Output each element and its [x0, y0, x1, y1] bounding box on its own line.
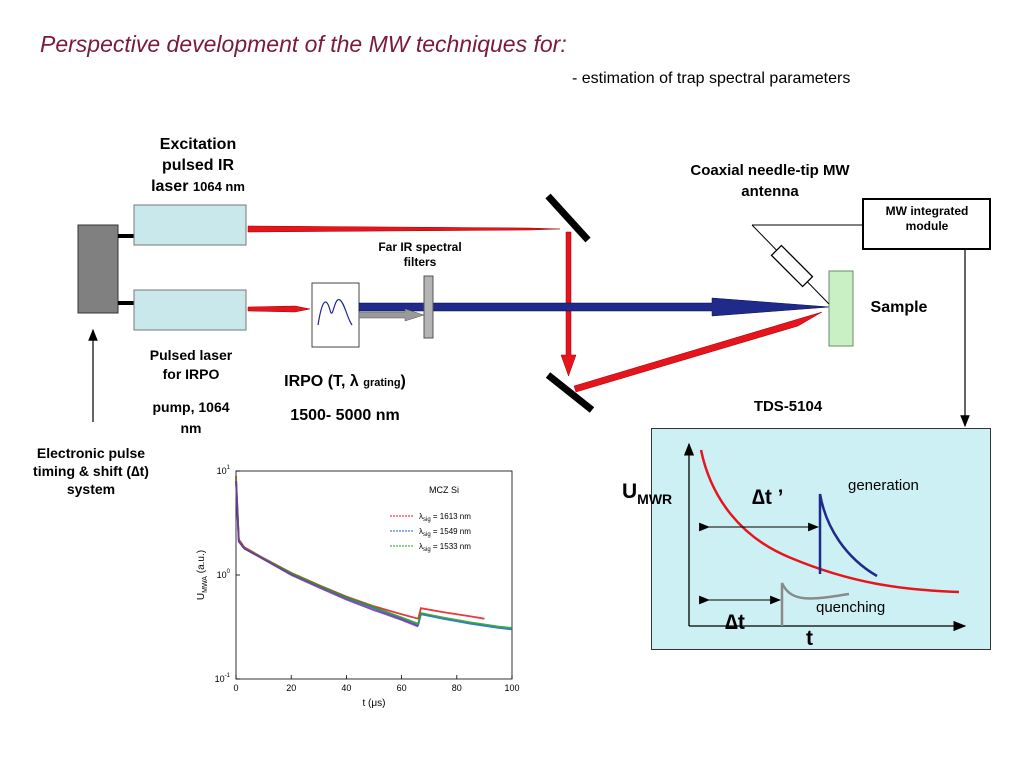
legend-label: λsig = 1549 nm — [419, 527, 471, 538]
mw-module-line-2: module — [905, 219, 949, 233]
electronic-pulse-label: Electronic pulse timing & shift (∆t) sys… — [6, 444, 176, 498]
decay-curve — [699, 449, 960, 594]
x-tick-label: 40 — [341, 683, 351, 693]
electronic-pulse-line-2: timing & shift (∆t) — [33, 463, 149, 479]
sample-label: Sample — [870, 299, 928, 316]
y-label-subscript: MWR — [637, 491, 673, 507]
pump-line-2: nm — [180, 420, 202, 436]
chart-x-label: t (μs) — [363, 698, 386, 709]
pump-line-1: pump, 1064 — [152, 399, 230, 415]
chart-lines — [235, 475, 513, 631]
irpo-prefix: IRPO (T, — [284, 373, 350, 390]
slide-subtitle: - estimation of trap spectral parameters — [572, 70, 851, 87]
mw-module-box — [862, 198, 991, 250]
antenna-label: Coaxial needle-tip MW antenna — [655, 160, 885, 202]
far-ir-line-2: filters — [403, 255, 437, 269]
schematic-x-label: t — [806, 627, 813, 650]
far-ir-line-1: Far IR spectral — [378, 240, 462, 254]
series-line — [235, 481, 419, 628]
quenching-curve — [780, 582, 850, 626]
pulsed-laser-line-2: for IRPO — [162, 366, 220, 382]
x-tick-label: 0 — [233, 683, 238, 693]
excitation-laser-box — [133, 204, 247, 246]
schematic-background — [651, 428, 991, 650]
pump-label: pump, 1064 nm — [126, 397, 256, 439]
schematic-y-label: UMWR — [622, 480, 673, 507]
excitation-label-line-2: pulsed IR — [161, 157, 234, 174]
generation-label: generation — [848, 477, 919, 494]
y-label-main: U — [622, 480, 638, 503]
mirror-1 — [545, 193, 591, 243]
chart-y-label: UMWA (a.u.) — [196, 550, 209, 600]
ir-beam — [358, 297, 831, 317]
excitation-beam — [247, 225, 561, 233]
pulsed-laser-label: Pulsed laser for IRPO — [126, 346, 256, 384]
mw-module-label: MW integrated module — [868, 204, 986, 234]
pump-laser-box — [133, 289, 247, 331]
chart-ticks: 0 20 40 60 80 100 101 100 10-1 — [215, 465, 520, 693]
x-tick-label: 80 — [452, 683, 462, 693]
slide-title: Perspective development of the MW techni… — [40, 31, 567, 57]
antenna-line-1: Coaxial needle-tip MW — [690, 162, 850, 179]
legend-label: λsig = 1613 nm — [419, 512, 471, 523]
antenna-line-2: antenna — [741, 183, 799, 200]
chart-plot-area — [235, 470, 513, 680]
chart-y-label-unit: (a.u.) — [196, 550, 207, 576]
excitation-wavelength: 1064 nm — [192, 179, 245, 194]
excitation-label-line-3: laser 1064 nm — [134, 176, 262, 197]
irpo-box — [311, 282, 360, 348]
oscilloscope-label: TDS-5104 — [753, 398, 823, 415]
antenna-probe — [770, 244, 814, 288]
delta-t-prime-label: ∆t ’ — [752, 486, 784, 509]
pulsed-laser-line-1: Pulsed laser — [149, 347, 233, 363]
quenching-label: quenching — [816, 599, 886, 616]
laser-word: laser — [151, 178, 189, 195]
y-tick-label: 10-1 — [215, 673, 231, 684]
signal-schematic — [651, 428, 991, 650]
far-ir-filter — [423, 275, 434, 339]
electronic-pulse-box — [77, 224, 119, 314]
filter-beam — [358, 308, 425, 322]
irpo-lambda: λ — [349, 373, 359, 390]
pump-beam — [247, 305, 311, 313]
decay-chart: 0 20 40 60 80 100 101 100 10-1 MCZ Si λsig = 161… — [196, 465, 520, 709]
delta-t-label: ∆t — [725, 611, 745, 634]
irpo-subscript: grating — [363, 377, 401, 389]
chart-y-label-sub: MWA — [202, 576, 209, 593]
mirror-2 — [545, 372, 595, 413]
irpo-suffix: ) — [400, 373, 406, 390]
generation-curve — [818, 493, 878, 578]
y-tick-label: 100 — [217, 569, 231, 580]
irpo-label: IRPO (T, λ grating) — [250, 372, 440, 393]
chart-title: MCZ Si — [429, 485, 459, 495]
sample — [828, 270, 854, 347]
excitation-laser-label: Excitation pulsed IR laser 1064 nm — [134, 134, 262, 197]
excitation-label-line-1: Excitation — [159, 136, 237, 153]
y-tick-label: 101 — [217, 465, 231, 476]
x-tick-label: 20 — [286, 683, 296, 693]
chart-y-label-main: U — [196, 593, 207, 600]
far-ir-filters-label: Far IR spectral filters — [356, 240, 484, 270]
irpo-spectrum — [317, 299, 353, 326]
electronic-pulse-line-3: system — [66, 481, 116, 497]
legend-label: λsig = 1533 nm — [419, 542, 471, 553]
electronic-pulse-line-1: Electronic pulse — [36, 445, 146, 461]
x-tick-label: 60 — [397, 683, 407, 693]
excitation-beam-sample — [573, 311, 823, 393]
x-tick-label: 100 — [504, 683, 519, 693]
mw-module-line-1: MW integrated — [885, 204, 969, 218]
chart-legend: λsig = 1613 nm λsig = 1549 nm λsig = 1533 … — [390, 512, 471, 553]
irpo-range: 1500- 5000 nm — [290, 407, 400, 424]
